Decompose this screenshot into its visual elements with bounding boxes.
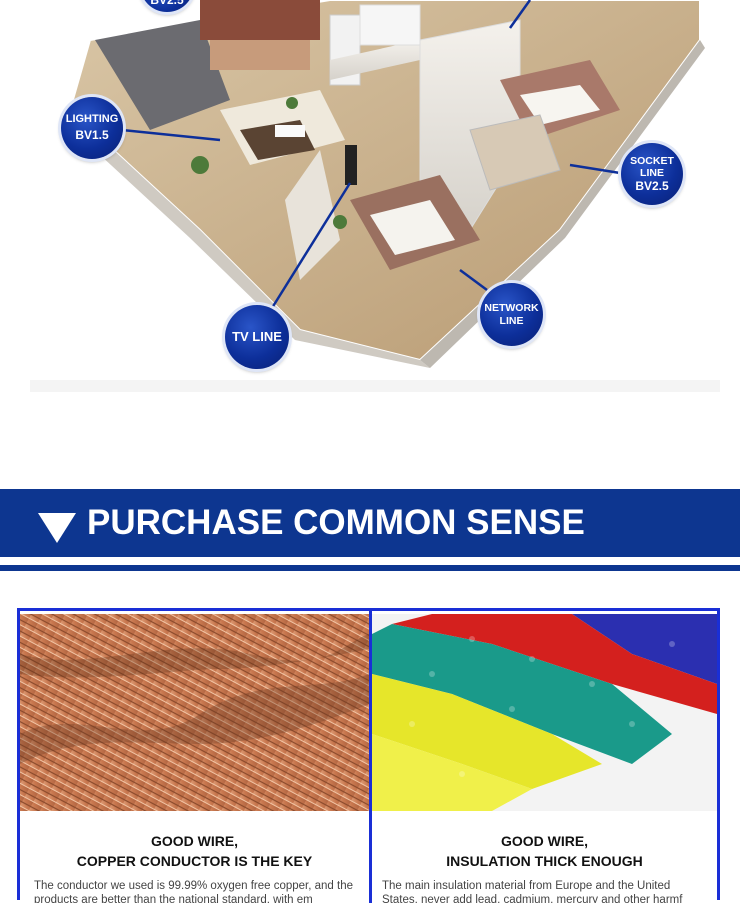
copper-heading-line1: GOOD WIRE,: [150, 833, 239, 849]
lighting-badge: LIGHTING BV1.5: [61, 97, 123, 159]
section-banner: PURCHASE COMMON SENSE: [0, 489, 740, 557]
plastic-pellets-image: [372, 614, 717, 811]
insulation-panel: GOOD WIRE, INSULATION THICK ENOUGH The m…: [372, 611, 717, 903]
apartment-cutaway-graphic: [30, 0, 720, 392]
banner-underline: [0, 565, 740, 571]
copper-wire-image: [20, 614, 369, 811]
network-line-label: LINE: [499, 314, 524, 327]
socket-spec: BV2.5: [635, 178, 669, 193]
insulation-heading: GOOD WIRE, INSULATION THICK ENOUGH: [372, 831, 717, 871]
socket-line-badge: SOCKET LINE BV2.5: [621, 143, 683, 205]
lighting-label: LIGHTING: [65, 113, 119, 126]
top-wire-label: BV2.5: [150, 0, 184, 8]
socket-line-label: LINE: [640, 166, 664, 179]
lighting-spec: BV1.5: [75, 127, 109, 142]
down-triangle-icon: [38, 513, 76, 543]
house-illustration: BV2.5 LIGHTING BV1.5 SOCKET LINE BV2.5 T…: [0, 0, 740, 400]
socket-label: SOCKET: [630, 154, 674, 167]
panel-divider: [369, 611, 372, 903]
copper-heading-line2: COPPER CONDUCTOR IS THE KEY: [76, 853, 313, 869]
copper-wire-photo: [20, 614, 369, 811]
copper-heading: GOOD WIRE, COPPER CONDUCTOR IS THE KEY: [20, 831, 369, 871]
tv-line-badge: TV LINE: [225, 305, 289, 369]
section-title: PURCHASE COMMON SENSE: [87, 503, 585, 542]
insulation-heading-line1: GOOD WIRE,: [500, 833, 589, 849]
network-label: NETWORK: [484, 302, 539, 315]
insulation-description: The main insulation material from Europe…: [382, 880, 683, 903]
copper-panel: GOOD WIRE, COPPER CONDUCTOR IS THE KEY T…: [20, 611, 369, 903]
tv-line-label: TV LINE: [232, 328, 282, 344]
insulation-pellets-photo: [372, 614, 717, 811]
info-panels: GOOD WIRE, COPPER CONDUCTOR IS THE KEY T…: [17, 608, 720, 903]
copper-description: The conductor we used is 99.99% oxygen f…: [34, 880, 354, 903]
insulation-heading-line2: INSULATION THICK ENOUGH: [446, 853, 643, 869]
network-line-badge: NETWORK LINE: [480, 283, 543, 346]
